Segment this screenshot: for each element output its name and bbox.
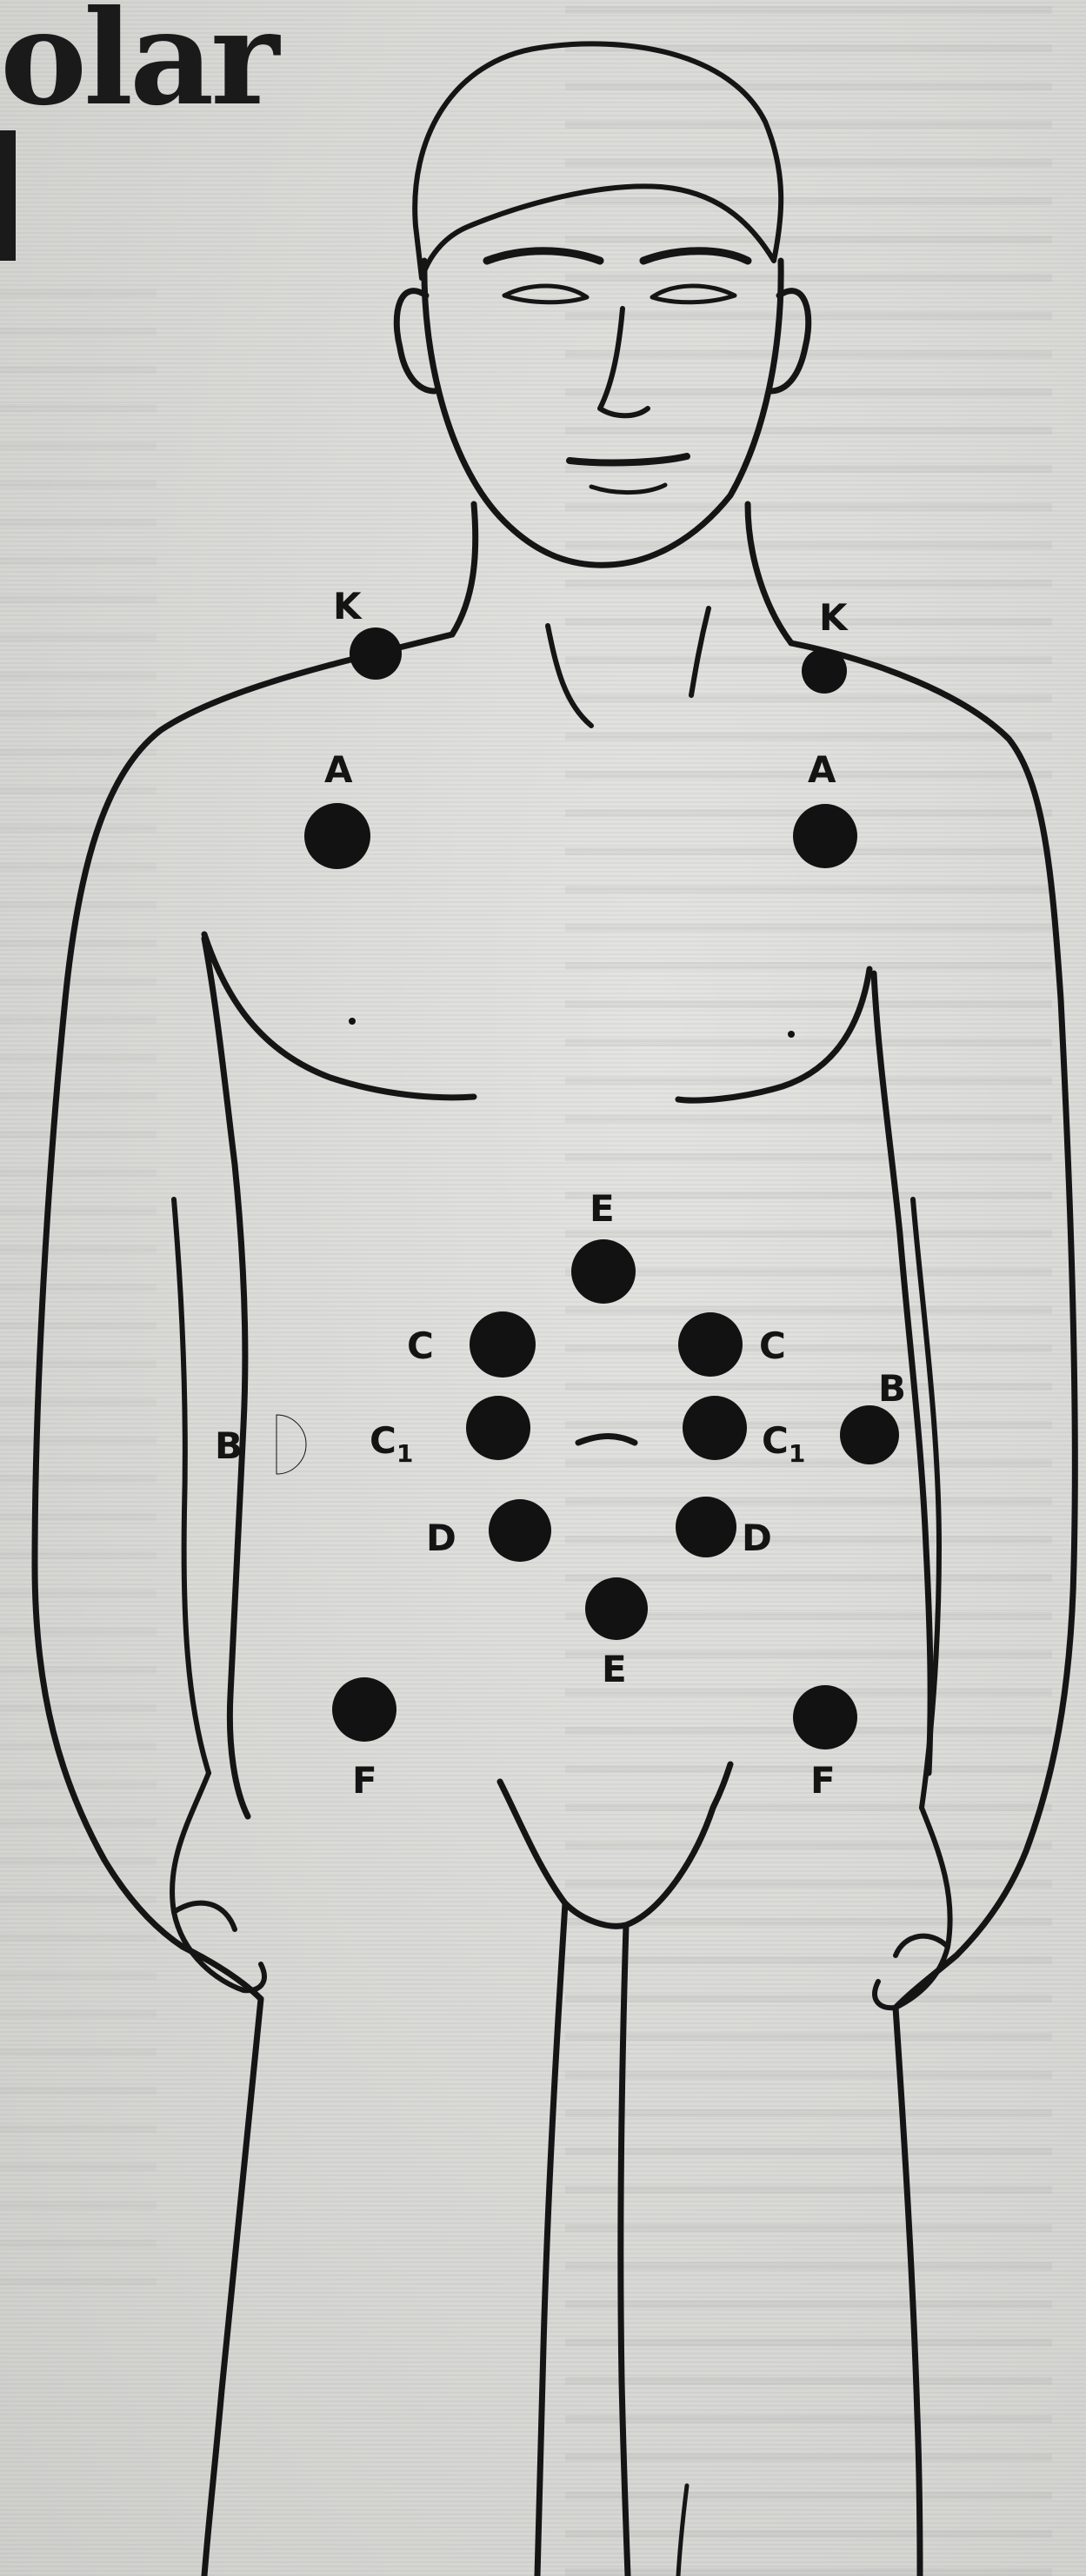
- point-k-right-label: K: [819, 596, 849, 639]
- point-f-left-label: F: [352, 1759, 377, 1802]
- point-e-upper-label: E: [590, 1187, 615, 1230]
- left-leg-outer: [204, 1999, 261, 2576]
- left-inner-arm: [204, 939, 248, 1816]
- neck-right: [748, 504, 791, 643]
- neck-muscle-2: [691, 608, 709, 695]
- left-forearm: [174, 1199, 209, 1773]
- point-k-left-label: K: [333, 585, 363, 627]
- point-a-left-label: A: [324, 748, 353, 791]
- right-eye: [652, 286, 735, 302]
- point-k-right-dot: [802, 648, 847, 694]
- left-pectoral: [204, 934, 474, 1098]
- point-c-left-label: C: [407, 1325, 434, 1367]
- point-c-right-label: C: [759, 1325, 786, 1367]
- point-c1-right-dot: [683, 1396, 747, 1460]
- point-a-right-dot: [793, 804, 857, 868]
- point-d-left-label: D: [426, 1517, 456, 1559]
- hair: [415, 43, 781, 278]
- right-eyebrow: [643, 251, 748, 261]
- point-d-right-label: D: [742, 1517, 772, 1559]
- neck-muscle: [548, 626, 591, 726]
- right-leg-inner: [621, 1925, 628, 2576]
- nose: [600, 309, 648, 415]
- crotch-detail: [678, 2486, 687, 2576]
- point-b-left-label: B: [215, 1424, 243, 1467]
- point-c1-left-dot: [466, 1396, 530, 1460]
- point-c-right-dot: [678, 1312, 743, 1377]
- point-e-lower-dot: [585, 1577, 648, 1640]
- point-c1-left-label: C1: [370, 1419, 413, 1468]
- point-a-right-label: A: [808, 748, 836, 791]
- point-f-left-dot: [332, 1677, 396, 1742]
- right-pectoral: [678, 969, 869, 1100]
- navel: [578, 1437, 635, 1444]
- right-leg-outer: [896, 2008, 920, 2576]
- lower-lip: [591, 485, 665, 493]
- left-eye: [504, 286, 587, 302]
- point-b-right-dot: [840, 1405, 899, 1464]
- point-f-right-dot: [793, 1685, 857, 1749]
- point-e-upper-dot: [571, 1239, 636, 1304]
- point-b-left-dot: [276, 1415, 306, 1474]
- body-outline: [35, 43, 1075, 2576]
- left-hand: [172, 1773, 264, 1990]
- mouth: [570, 456, 687, 462]
- left-eyebrow: [487, 251, 600, 261]
- point-c1-right-label: C1: [762, 1419, 805, 1468]
- point-b-right-label: B: [878, 1367, 906, 1410]
- right-hand: [875, 1808, 950, 2008]
- point-d-left-dot: [489, 1499, 551, 1562]
- point-c-left-dot: [470, 1311, 536, 1378]
- neck-left: [452, 504, 476, 634]
- point-f-right-label: F: [810, 1759, 836, 1802]
- left-leg-inner: [537, 1903, 565, 2576]
- point-e-lower-label: E: [602, 1648, 627, 1690]
- point-a-left-dot: [304, 803, 370, 869]
- point-k-left-dot: [350, 627, 402, 680]
- point-d-right-dot: [676, 1497, 736, 1557]
- groin: [500, 1764, 730, 1926]
